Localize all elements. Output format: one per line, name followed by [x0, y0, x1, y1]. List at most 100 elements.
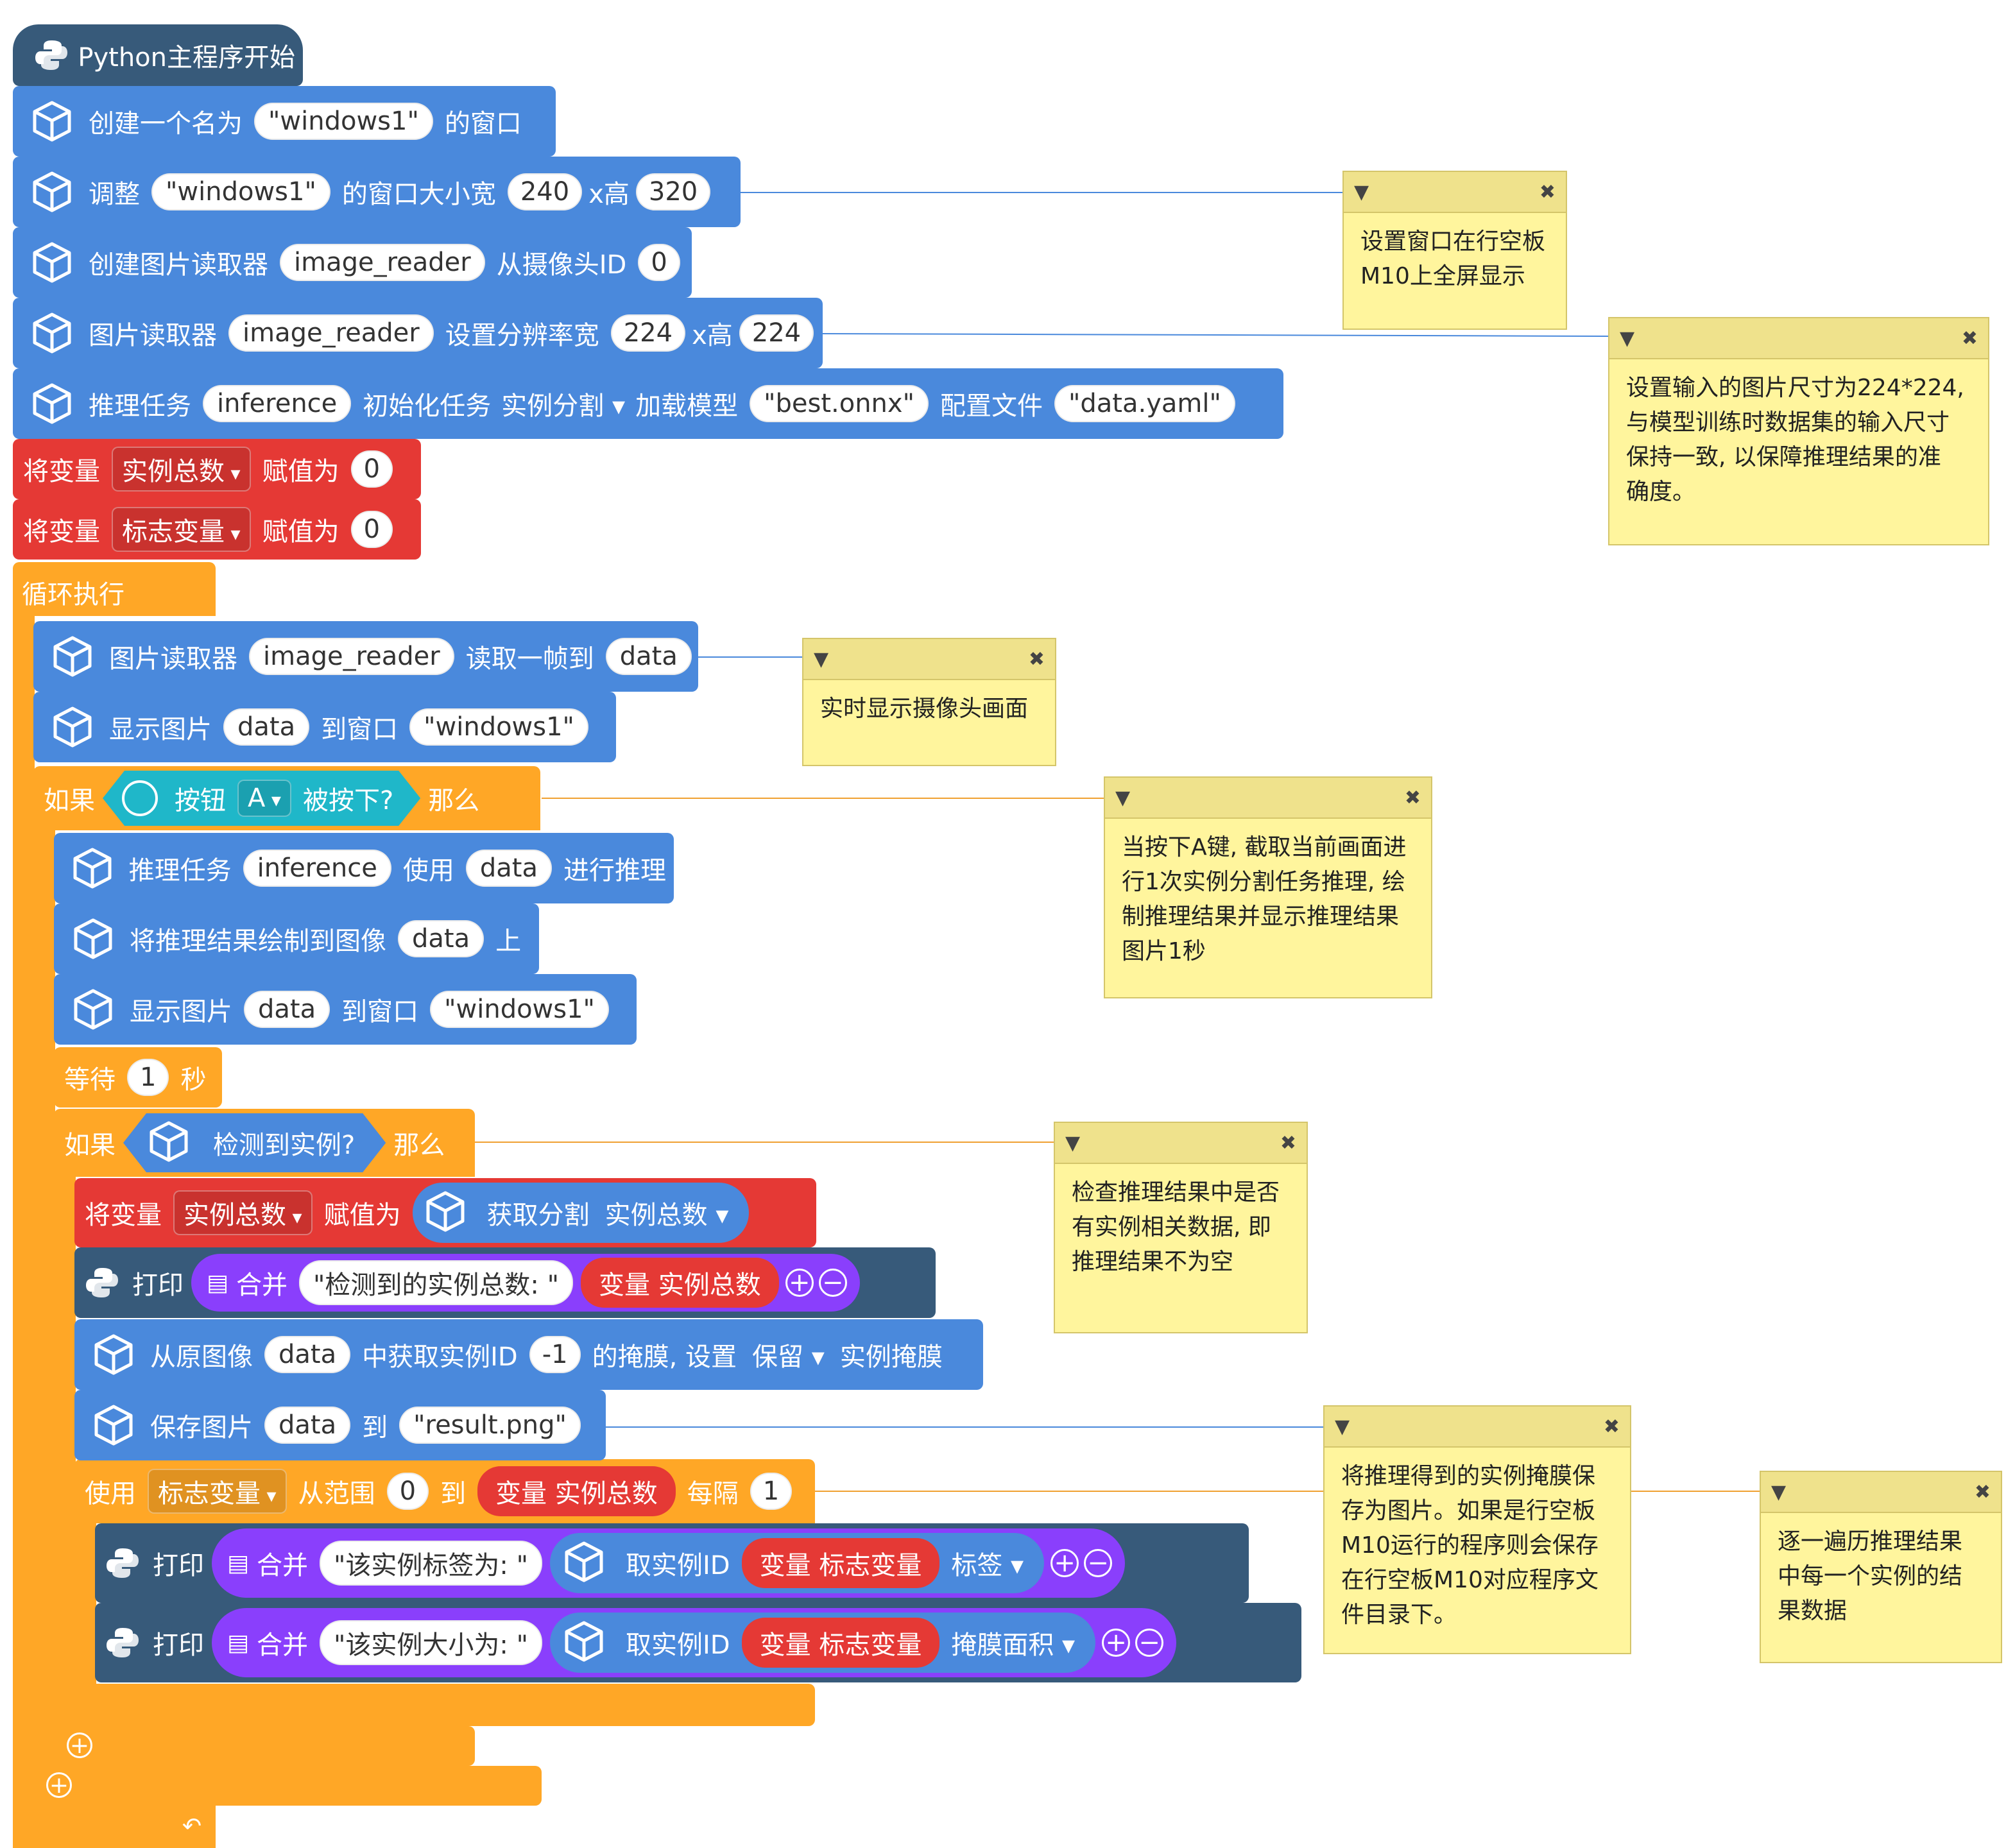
data-field[interactable]: data	[264, 1336, 351, 1373]
instance-prop-dropdown[interactable]: 掩膜面积 ▾	[951, 1630, 1076, 1660]
data-field[interactable]: data	[244, 991, 330, 1028]
join-reporter[interactable]: ▤ 合并 "检测到的实例总数: " 变量 实例总数 + −	[191, 1254, 860, 1312]
join-reporter[interactable]: ▤ 合并 "该实例标签为: " 取实例ID 变量 标志变量 标签 ▾ + −	[212, 1528, 1126, 1598]
segment-prop-dropdown[interactable]: 实例总数 ▾	[604, 1201, 729, 1230]
collapse-icon[interactable]: ▼	[1354, 180, 1369, 203]
collapse-icon[interactable]: ▼	[1620, 327, 1635, 350]
data-field[interactable]: data	[465, 850, 552, 887]
comment-text[interactable]: 将推理得到的实例掩膜保 存为图片。如果是行空板 M10运行的程序则会保存 在行空…	[1341, 1463, 1599, 1628]
save-image-block[interactable]: 保存图片 data 到 "result.png"	[74, 1390, 606, 1460]
collapse-icon[interactable]: ▼	[1771, 1480, 1787, 1503]
window-name-field[interactable]: "windows1"	[151, 173, 330, 210]
close-icon[interactable]: ✖	[1603, 1415, 1620, 1438]
string-field[interactable]: "检测到的实例总数: "	[299, 1260, 574, 1305]
remove-item-button[interactable]: −	[1135, 1629, 1164, 1657]
set-resolution-block[interactable]: 图片读取器 image_reader 设置分辨率宽 224 x高 224	[13, 298, 823, 368]
infer-block[interactable]: 推理任务 inference 使用 data 进行推理	[54, 833, 674, 903]
draw-result-block[interactable]: 将推理结果绘制到图像 data 上	[54, 903, 539, 974]
set-total-from-seg-block[interactable]: 将变量 实例总数 赋值为 获取分割 实例总数 ▾	[74, 1178, 816, 1247]
comment-note[interactable]: ▼ ✖ 设置输入的图片尺寸为224*224, 与模型训练时数据集的输入尺寸 保持一…	[1608, 317, 1989, 545]
add-item-button[interactable]: +	[1050, 1549, 1079, 1577]
comment-note[interactable]: ▼ ✖ 当按下A键, 截取当前画面进 行1次实例分割任务推理, 绘 制推理结果并显…	[1104, 776, 1432, 998]
comment-note[interactable]: ▼ ✖ 检查推理结果中是否 有实例相关数据, 即 推理结果不为空	[1054, 1122, 1308, 1333]
close-icon[interactable]: ✖	[1404, 786, 1421, 809]
data-field[interactable]: data	[398, 920, 484, 957]
data-field[interactable]: data	[264, 1407, 351, 1444]
close-icon[interactable]: ✖	[1961, 327, 1978, 350]
height-field[interactable]: 320	[635, 173, 711, 210]
string-field[interactable]: "该实例标签为: "	[320, 1541, 543, 1586]
task-name-field[interactable]: inference	[243, 850, 391, 887]
add-branch-button[interactable]: +	[67, 1733, 92, 1759]
instance-id-field[interactable]: -1	[529, 1336, 581, 1373]
show-image-block[interactable]: 显示图片 data 到窗口 "windows1"	[33, 692, 616, 762]
comment-note[interactable]: ▼ ✖ 设置窗口在行空板 M10上全屏显示	[1342, 171, 1567, 330]
wait-block[interactable]: 等待 1 秒	[54, 1047, 222, 1108]
model-file-field[interactable]: "best.onnx"	[750, 385, 929, 422]
config-file-field[interactable]: "data.yaml"	[1054, 385, 1235, 422]
reader-name-field[interactable]: image_reader	[228, 314, 434, 352]
variable-reporter[interactable]: 变量 标志变量	[741, 1618, 940, 1668]
task-kind-dropdown[interactable]: 实例分割 ▾	[501, 391, 626, 421]
add-else-button[interactable]: +	[46, 1772, 72, 1799]
variable-dropdown[interactable]: 实例总数	[173, 1190, 313, 1235]
close-icon[interactable]: ✖	[1974, 1480, 1991, 1503]
if-button-block[interactable]: 如果 按钮 A 被按下? 那么	[33, 766, 540, 830]
loop-header[interactable]: 循环执行	[13, 562, 216, 616]
camera-id-field[interactable]: 0	[638, 244, 680, 281]
comment-text[interactable]: 当按下A键, 截取当前画面进 行1次实例分割任务推理, 绘 制推理结果并显示推理…	[1122, 834, 1407, 964]
data-field[interactable]: data	[605, 638, 692, 675]
variable-reporter[interactable]: 变量 标志变量	[741, 1538, 940, 1588]
comment-note[interactable]: ▼ ✖ 逐一遍历推理结果 中每一个实例的结 果数据	[1760, 1471, 2002, 1663]
set-total-block[interactable]: 将变量 实例总数 赋值为 0	[13, 439, 421, 499]
height-field[interactable]: 224	[739, 314, 814, 352]
close-icon[interactable]: ✖	[1539, 180, 1556, 203]
collapse-icon[interactable]: ▼	[1065, 1131, 1081, 1154]
task-name-field[interactable]: inference	[203, 385, 352, 422]
comment-text[interactable]: 检查推理结果中是否 有实例相关数据, 即 推理结果不为空	[1072, 1179, 1280, 1275]
collapse-icon[interactable]: ▼	[1335, 1415, 1350, 1438]
comment-note[interactable]: ▼ ✖ 将推理得到的实例掩膜保 存为图片。如果是行空板 M10运行的程序则会保存 …	[1323, 1405, 1631, 1654]
close-icon[interactable]: ✖	[1028, 647, 1045, 671]
seconds-field[interactable]: 1	[127, 1059, 169, 1096]
create-reader-block[interactable]: 创建图片读取器 image_reader 从摄像头ID 0	[13, 227, 692, 298]
python-start-hat[interactable]: Python主程序开始	[13, 24, 303, 86]
close-icon[interactable]: ✖	[1280, 1131, 1296, 1154]
comment-text[interactable]: 设置输入的图片尺寸为224*224, 与模型训练时数据集的输入尺寸 保持一致, …	[1626, 375, 1964, 505]
create-window-block[interactable]: 创建一个名为 "windows1" 的窗口	[13, 86, 556, 157]
window-name-field[interactable]: "windows1"	[430, 991, 609, 1028]
collapse-icon[interactable]: ▼	[1115, 786, 1131, 809]
comment-note[interactable]: ▼ ✖ 实时显示摄像头画面	[802, 638, 1056, 766]
join-reporter[interactable]: ▤ 合并 "该实例大小为: " 取实例ID 变量 标志变量 掩膜面积 ▾ + −	[212, 1608, 1177, 1677]
window-name-field[interactable]: "windows1"	[254, 103, 433, 140]
variable-dropdown[interactable]: 实例总数	[112, 447, 251, 492]
reader-name-field[interactable]: image_reader	[249, 638, 454, 675]
print-block[interactable]: 打印 ▤ 合并 "检测到的实例总数: " 变量 实例总数 + −	[74, 1247, 936, 1318]
value-field[interactable]: 0	[350, 450, 393, 488]
resize-window-block[interactable]: 调整 "windows1" 的窗口大小宽 240 x高 320	[13, 157, 741, 227]
add-item-button[interactable]: +	[785, 1269, 814, 1297]
if-detect-block[interactable]: 如果 检测到实例? 那么	[54, 1109, 475, 1177]
remove-item-button[interactable]: −	[1084, 1549, 1113, 1577]
window-name-field[interactable]: "windows1"	[409, 708, 588, 746]
init-task-block[interactable]: 推理任务 inference 初始化任务 实例分割 ▾ 加载模型 "best.o…	[13, 368, 1283, 439]
print-block[interactable]: 打印 ▤ 合并 "该实例标签为: " 取实例ID 变量 标志变量 标签 ▾ + …	[95, 1523, 1249, 1603]
button-pressed-condition[interactable]: 按钮 A 被按下?	[103, 771, 420, 826]
comment-text[interactable]: 设置窗口在行空板 M10上全屏显示	[1360, 228, 1546, 289]
get-mask-block[interactable]: 从原图像 data 中获取实例ID -1 的掩膜, 设置 保留 ▾ 实例掩膜	[74, 1319, 983, 1390]
get-segment-reporter[interactable]: 获取分割 实例总数 ▾	[412, 1183, 750, 1243]
variable-reporter[interactable]: 变量 实例总数	[477, 1466, 676, 1516]
comment-text[interactable]: 实时显示摄像头画面	[820, 696, 1029, 722]
get-instance-reporter[interactable]: 取实例ID 变量 标志变量 掩膜面积 ▾	[550, 1613, 1096, 1673]
button-dropdown[interactable]: A	[237, 780, 291, 817]
print-block[interactable]: 打印 ▤ 合并 "该实例大小为: " 取实例ID 变量 标志变量 掩膜面积 ▾ …	[95, 1603, 1301, 1682]
width-field[interactable]: 240	[507, 173, 583, 210]
collapse-icon[interactable]: ▼	[814, 647, 829, 671]
get-instance-reporter[interactable]: 取实例ID 变量 标志变量 标签 ▾	[550, 1533, 1045, 1593]
variable-reporter[interactable]: 变量 实例总数	[581, 1258, 779, 1308]
comment-text[interactable]: 逐一遍历推理结果 中每一个实例的结 果数据	[1778, 1528, 1963, 1624]
instance-prop-dropdown[interactable]: 标签 ▾	[951, 1551, 1024, 1580]
add-item-button[interactable]: +	[1102, 1629, 1131, 1657]
string-field[interactable]: "该实例大小为: "	[320, 1620, 543, 1665]
for-range-block[interactable]: 使用 标志变量 从范围 0 到 变量 实例总数 每隔 1	[74, 1459, 815, 1523]
